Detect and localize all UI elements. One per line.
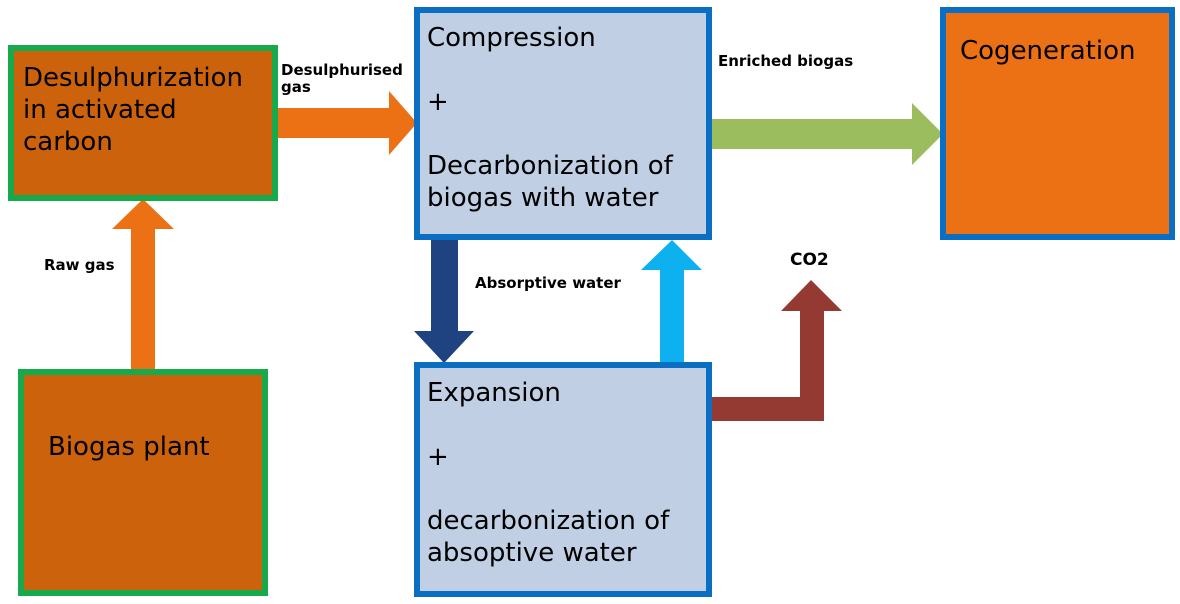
co2-arrow [710, 280, 842, 421]
cogeneration-label: Cogeneration [960, 36, 1136, 66]
absorptive-water-label: Absorptive water [475, 274, 621, 292]
enriched-biogas-label: Enriched biogas [718, 52, 854, 70]
desulphurised-gas-arrow [277, 91, 417, 155]
raw-gas-arrow [112, 199, 174, 372]
co2-label: CO2 [790, 250, 829, 270]
expansion-node: Expansion + decarbonization of absoptive… [414, 362, 712, 597]
enriched-biogas-arrow [710, 103, 943, 165]
cogeneration-node: Cogeneration [940, 7, 1175, 240]
desulphurization-node: Desulphurization in activated carbon [8, 45, 278, 201]
desulphurization-label: Desulphurization in activated carbon [23, 63, 244, 157]
expansion-label: Expansion + decarbonization of absoptive… [427, 378, 670, 568]
compression-node: Compression + Decarbonization of biogas … [414, 7, 712, 240]
biogas-plant-node: Biogas plant [18, 369, 268, 596]
absorptive-water-arrow [414, 238, 474, 363]
raw-gas-label: Raw gas [44, 256, 115, 274]
desulphurised-gas-label: Desulphurised gas [281, 61, 403, 96]
compression-label: Compression + Decarbonization of biogas … [427, 23, 673, 213]
biogas-plant-label: Biogas plant [48, 432, 210, 462]
return-water-arrow [641, 240, 702, 364]
